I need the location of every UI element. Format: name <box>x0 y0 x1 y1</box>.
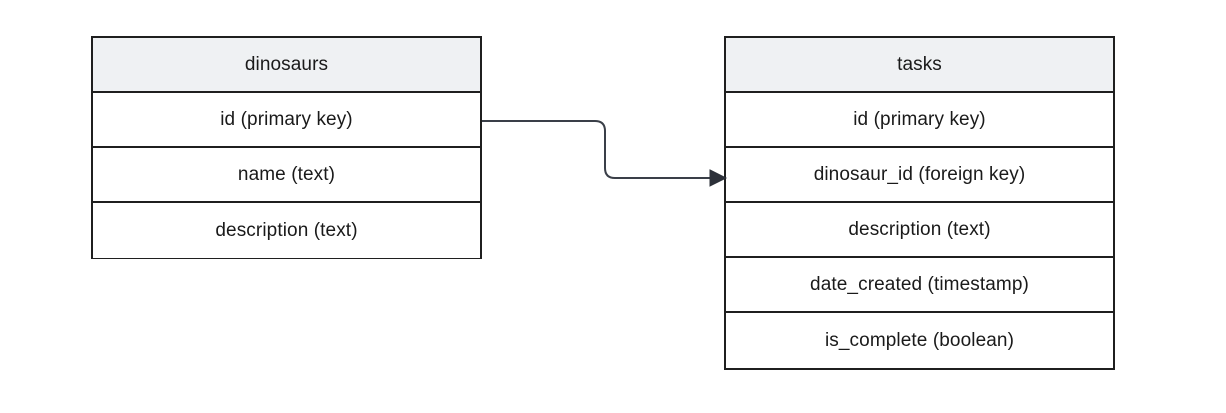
entity-table-tasks-title: tasks <box>726 38 1113 93</box>
entity-table-dinosaurs-title: dinosaurs <box>93 38 480 93</box>
entity-table-tasks-columns: id (primary key) dinosaur_id (foreign ke… <box>726 93 1113 368</box>
entity-table-dinosaurs-columns: id (primary key) name (text) description… <box>93 93 480 258</box>
column-row-dinosaurs-id[interactable]: id (primary key) <box>93 93 480 148</box>
column-row-dinosaurs-name[interactable]: name (text) <box>93 148 480 203</box>
column-row-tasks-description[interactable]: description (text) <box>726 203 1113 258</box>
column-row-tasks-date-created[interactable]: date_created (timestamp) <box>726 258 1113 313</box>
column-row-tasks-dinosaur-id[interactable]: dinosaur_id (foreign key) <box>726 148 1113 203</box>
entity-table-tasks[interactable]: tasks id (primary key) dinosaur_id (fore… <box>724 36 1115 370</box>
foreign-key-connector-line <box>482 120 712 179</box>
column-row-dinosaurs-description[interactable]: description (text) <box>93 203 480 258</box>
entity-table-dinosaurs[interactable]: dinosaurs id (primary key) name (text) d… <box>91 36 482 259</box>
column-row-tasks-is-complete[interactable]: is_complete (boolean) <box>726 313 1113 368</box>
column-row-tasks-id[interactable]: id (primary key) <box>726 93 1113 148</box>
